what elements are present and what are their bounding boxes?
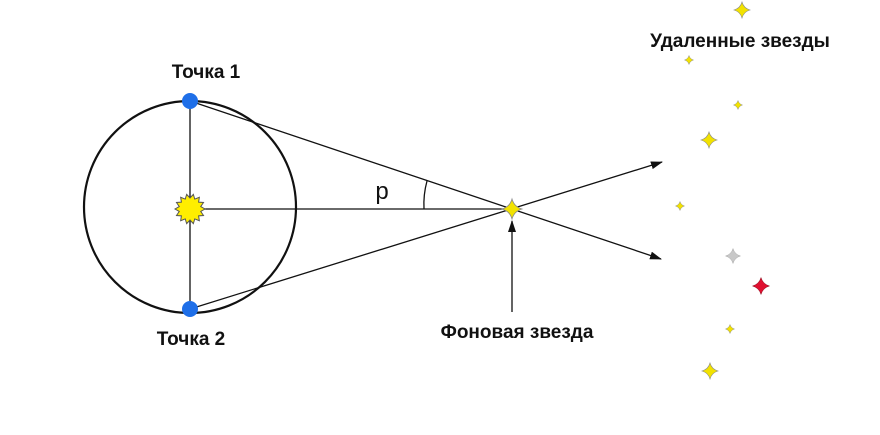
background-star-label: Фоновая звезда	[441, 322, 594, 343]
parallax-angle-label: p	[375, 178, 388, 205]
distant-star-icon	[724, 247, 742, 265]
point-2-label: Точка 2	[157, 329, 226, 350]
distant-star-icon	[732, 0, 752, 20]
distant-star-icon	[699, 130, 719, 150]
point-1-marker	[182, 93, 198, 109]
distant-star-icon	[732, 99, 744, 111]
distant-star-icon	[700, 361, 720, 381]
distant-star-icon	[724, 323, 736, 335]
parallax-angle-arc	[423, 180, 428, 210]
sight-line-top	[189, 100, 662, 260]
distant-star-icon	[683, 54, 695, 66]
point-1-label: Точка 1	[172, 62, 241, 83]
distant-star-icon	[751, 276, 771, 296]
distant-star-icon	[674, 200, 686, 212]
sun-icon	[173, 193, 207, 225]
sight-line-bottom	[189, 161, 663, 310]
point-2-marker	[182, 301, 198, 317]
distant-stars-group	[674, 0, 771, 381]
background-star-icon	[500, 197, 524, 221]
distant-stars-label: Удаленные звезды	[650, 31, 830, 52]
